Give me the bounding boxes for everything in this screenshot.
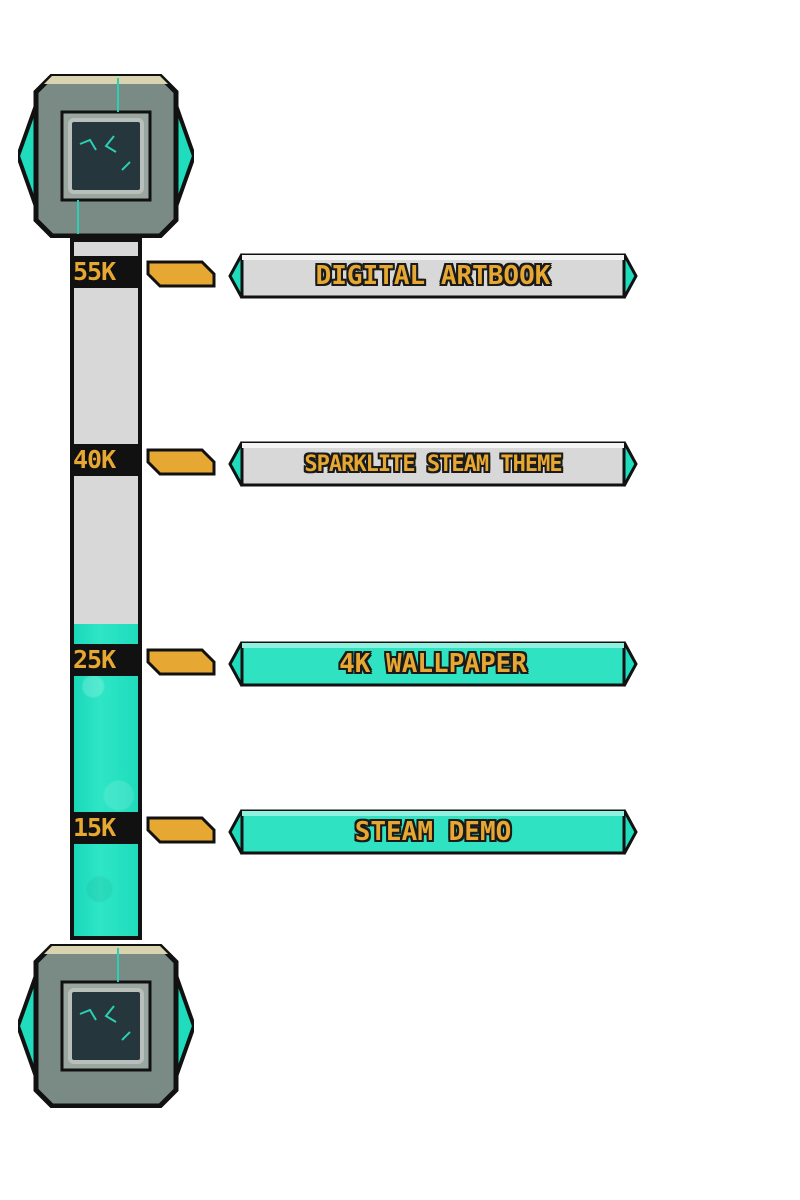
tier-pointer-icon [146,260,216,288]
tier-amount: 25K [70,644,138,676]
reward-label: 4K WALLPAPER [339,649,527,679]
reward-banner[interactable]: 4K WALLPAPER [228,640,638,688]
reward-label: DIGITAL ARTBOOK [315,261,551,291]
reward-banner[interactable]: STEAM DEMO [228,808,638,856]
tier-amount: 55K [70,256,138,288]
tracker-bottom-cap [18,944,194,1108]
tier-amount: 40K [70,444,138,476]
tier-55k: 55K DIGITAL ARTBOOK [0,252,800,302]
reward-banner[interactable]: DIGITAL ARTBOOK [228,252,638,300]
reward-label: SPARKLITE STEAM THEME [304,451,562,477]
tracker-top-cap [18,74,194,238]
tier-pointer-icon [146,448,216,476]
tier-40k: 40K SPARKLITE STEAM THEME [0,440,800,490]
tier-pointer-icon [146,816,216,844]
reward-label: STEAM DEMO [354,817,512,847]
tier-amount: 15K [70,812,138,844]
tier-pointer-icon [146,648,216,676]
tier-15k: 15K STEAM DEMO [0,808,800,858]
reward-banner[interactable]: SPARKLITE STEAM THEME [228,440,638,488]
tier-25k: 25K 4K WALLPAPER [0,640,800,690]
